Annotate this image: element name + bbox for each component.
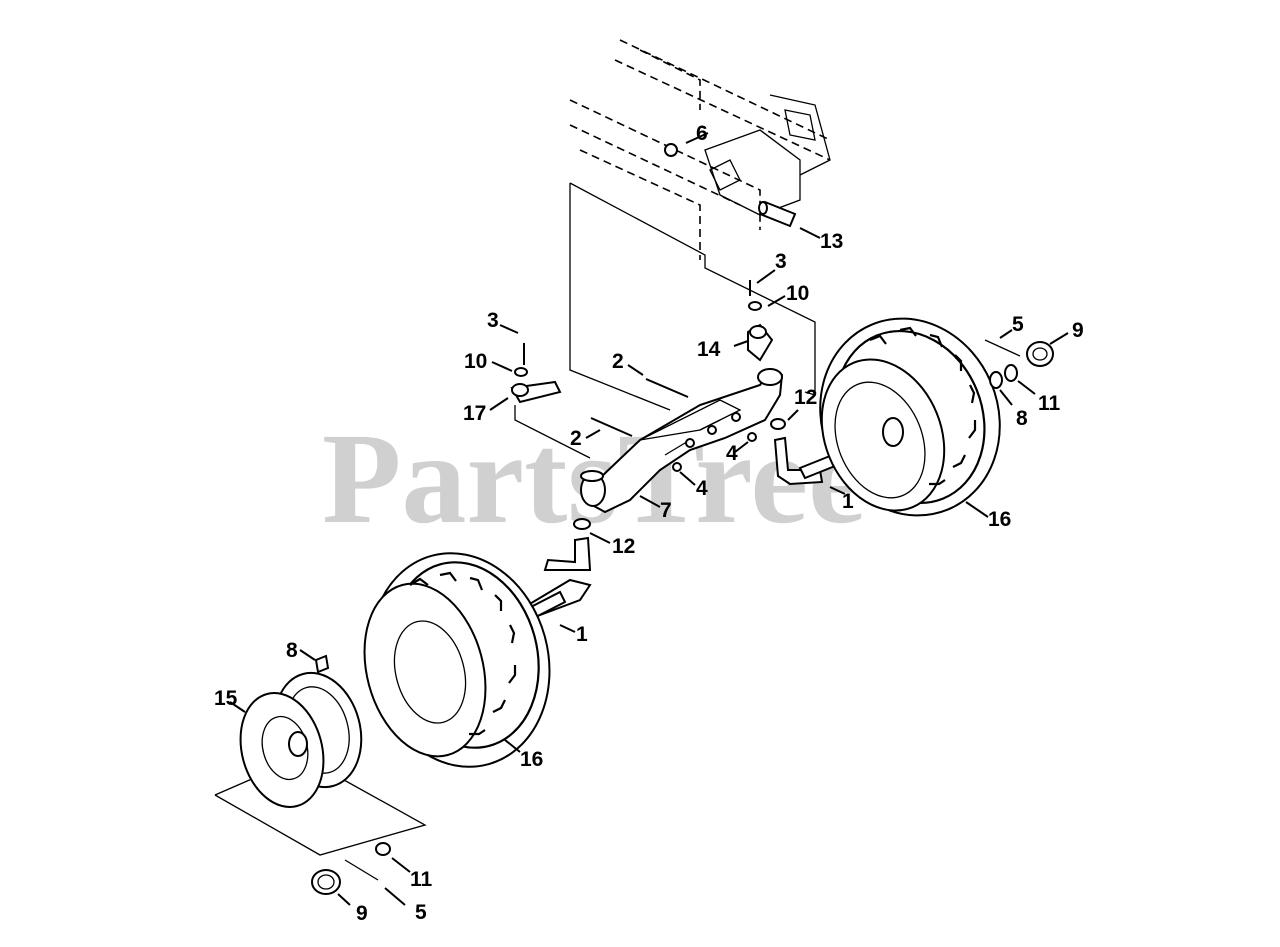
callout-5: 5 <box>415 901 427 924</box>
callout-5: 5 <box>1012 313 1024 336</box>
nut <box>747 432 757 442</box>
washer <box>1004 364 1018 382</box>
nut <box>672 462 682 472</box>
callout-9: 9 <box>1072 319 1084 342</box>
callout-8: 8 <box>286 639 298 662</box>
washer <box>573 518 591 530</box>
washer <box>514 367 528 377</box>
callout-3: 3 <box>775 250 787 273</box>
callout-13: 13 <box>820 230 843 253</box>
callout-11: 11 <box>410 868 433 891</box>
callout-1: 1 <box>576 623 588 646</box>
wheel-right <box>819 317 1001 517</box>
callout-12: 12 <box>794 386 817 409</box>
callout-10: 10 <box>786 282 809 305</box>
front-axle <box>580 368 784 514</box>
frame-outline <box>569 39 831 260</box>
axle-bolt <box>590 417 633 437</box>
steering-arm-right <box>747 323 774 362</box>
callout-4: 4 <box>726 442 738 465</box>
callout-12: 12 <box>612 535 635 558</box>
callout-4: 4 <box>696 477 708 500</box>
leader-lines <box>229 132 1069 906</box>
callout-14: 14 <box>697 338 721 361</box>
rim-left <box>239 671 363 808</box>
callout-15: 15 <box>214 687 238 710</box>
callout-9: 9 <box>356 902 368 925</box>
callouts: 6 13 3 10 14 3 10 17 2 2 4 4 12 1 7 12 1… <box>214 122 1084 925</box>
callout-2: 2 <box>612 350 624 373</box>
axle-bolt <box>645 378 689 398</box>
cotter-pin <box>344 859 379 881</box>
hub-cap-right <box>1026 341 1054 367</box>
callout-10: 10 <box>464 350 487 373</box>
callout-6: 6 <box>696 122 708 145</box>
callout-11: 11 <box>1038 392 1061 415</box>
steering-arm-left <box>510 380 562 404</box>
pivot-pin <box>758 200 797 228</box>
hub-cap-bottom <box>311 869 341 895</box>
bearing <box>314 654 330 674</box>
callout-8: 8 <box>1016 407 1028 430</box>
bearing <box>989 371 1003 389</box>
nut <box>664 143 678 157</box>
callout-3: 3 <box>487 309 499 332</box>
cotter-pin <box>984 339 1021 357</box>
callout-7: 7 <box>660 499 672 522</box>
washer <box>375 842 391 856</box>
callout-17: 17 <box>463 402 486 425</box>
callout-1: 1 <box>842 490 854 513</box>
washer <box>770 418 786 430</box>
callout-16: 16 <box>520 748 543 771</box>
callout-2: 2 <box>570 427 582 450</box>
washer <box>748 301 762 311</box>
wheel-left <box>363 552 551 768</box>
callout-16: 16 <box>988 508 1011 531</box>
